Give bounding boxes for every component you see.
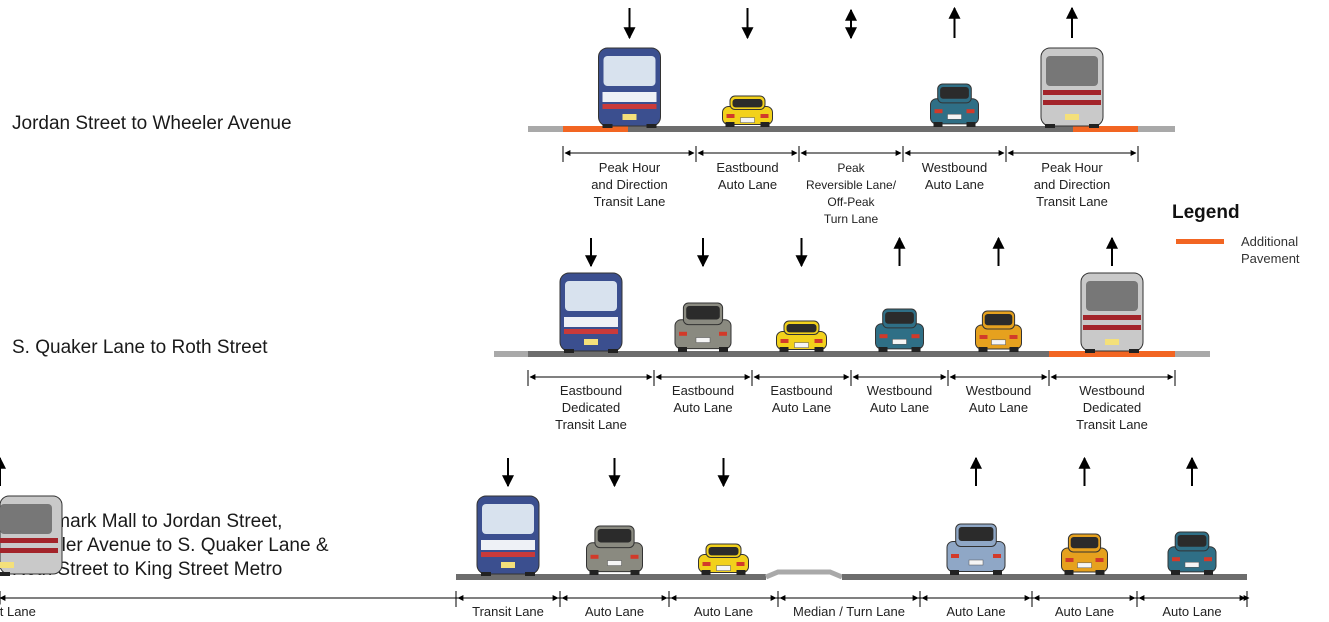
section-label-2: S. Quaker Lane to Roth Street — [12, 337, 268, 358]
car-gray-icon — [674, 302, 732, 352]
lane-label: Auto Lane — [1162, 604, 1221, 619]
bus-blue-icon — [598, 47, 661, 128]
car-orange-icon — [1061, 533, 1108, 575]
bus-silver-icon — [0, 495, 63, 576]
bus-blue-icon — [559, 272, 623, 353]
car-gray-icon — [586, 525, 643, 575]
section-label-1: Jordan Street to Wheeler Avenue — [12, 113, 292, 134]
road-section-3: Transit Lane Auto Lane Auto Lane Median / T… — [0, 456, 1250, 621]
bus-silver-icon — [1040, 47, 1104, 128]
legend-additional-pavement-swatch — [1176, 239, 1224, 244]
lane-label: Auto Lane — [585, 604, 644, 619]
bus-silver-icon — [1080, 272, 1144, 353]
legend-additional-pavement-label: Additional Pavement — [1241, 234, 1300, 266]
lane-label: Auto Lane — [1055, 604, 1114, 619]
car-yellow-icon — [722, 95, 773, 127]
lane-label: Auto Lane — [946, 604, 1005, 619]
lane-label: Transit Lane — [472, 604, 544, 619]
car-teal-icon — [1167, 531, 1217, 575]
lane-label: Transit Lane — [0, 604, 36, 619]
median-curb — [765, 569, 843, 580]
car-teal-icon — [875, 308, 924, 352]
car-yellow-icon — [776, 320, 827, 352]
bus-blue-icon — [476, 495, 540, 576]
car-orange-icon — [975, 310, 1022, 352]
lane-label: Auto Lane — [694, 604, 753, 619]
car-yellow-icon — [698, 543, 749, 575]
car-teal-icon — [930, 83, 979, 127]
lane-label: Median / Turn Lane — [793, 604, 905, 619]
truck-blue-icon — [946, 523, 1006, 575]
legend-title: Legend — [1172, 202, 1240, 223]
